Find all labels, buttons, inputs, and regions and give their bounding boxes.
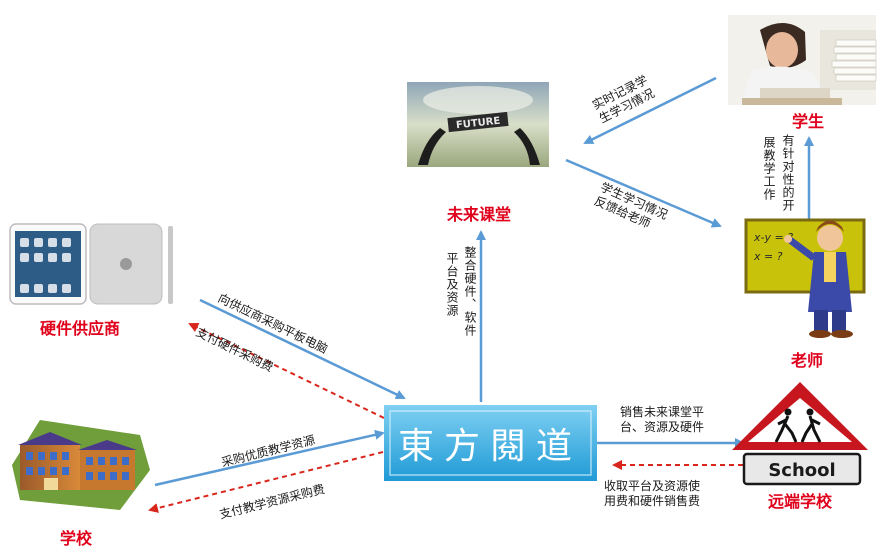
edge-center-to-future-col1: 整合硬件、软件 [463,246,477,337]
school-sign-image: School [732,382,868,486]
edge-center-to-remote-line1: 销售未来课堂平 [620,405,705,419]
student-image [728,15,877,105]
school-label: 学校 [60,529,93,548]
teacher-label: 老师 [791,351,824,370]
arrows [148,76,814,513]
edge-center-to-remote: 销售未来课堂平 台、资源及硬件 [620,405,704,435]
school-building-image [12,420,150,510]
remote-school-label: 远端学校 [768,492,833,511]
edge-teacher-to-student-col2: 展教学工作 [762,136,776,201]
edge-center-to-future-col2: 平台及资源 [445,252,459,317]
edge-center-to-remote-line2: 台、资源及硬件 [620,420,705,434]
center-node-text: 東方閱道 [398,426,582,467]
center-node: 東方閱道 [384,405,597,481]
edge-teacher-to-student-col1: 有针对性的开 [781,134,795,212]
school-sign-text: School [768,460,835,481]
future-image-text: FUTURE [455,116,500,132]
edge-remote-pay: 收取平台及资源使 用费和硬件销售费 [604,479,700,509]
arrow-school-to-center [154,429,385,487]
edge-remote-pay-line1: 收取平台及资源使 [604,479,701,493]
teacher-board-line2: x = ? [753,250,783,263]
hardware-supplier-label: 硬件供应商 [40,319,121,338]
teacher-board-line1: x-y = ? [753,231,793,244]
student-label: 学生 [792,112,825,131]
tablet-image [9,223,173,305]
future-classroom-label: 未来课堂 [447,205,512,224]
future-classroom-image: FUTURE [407,82,549,167]
arrow-hardware-to-center [199,298,406,400]
arrow-student-to-future [583,76,717,145]
arrow-future-to-teacher [565,158,722,228]
arrow-center-pay-school [148,451,384,513]
edge-remote-pay-line2: 用费和硬件销售费 [604,494,701,508]
teacher-image: x-y = ? x = ? [744,218,866,338]
